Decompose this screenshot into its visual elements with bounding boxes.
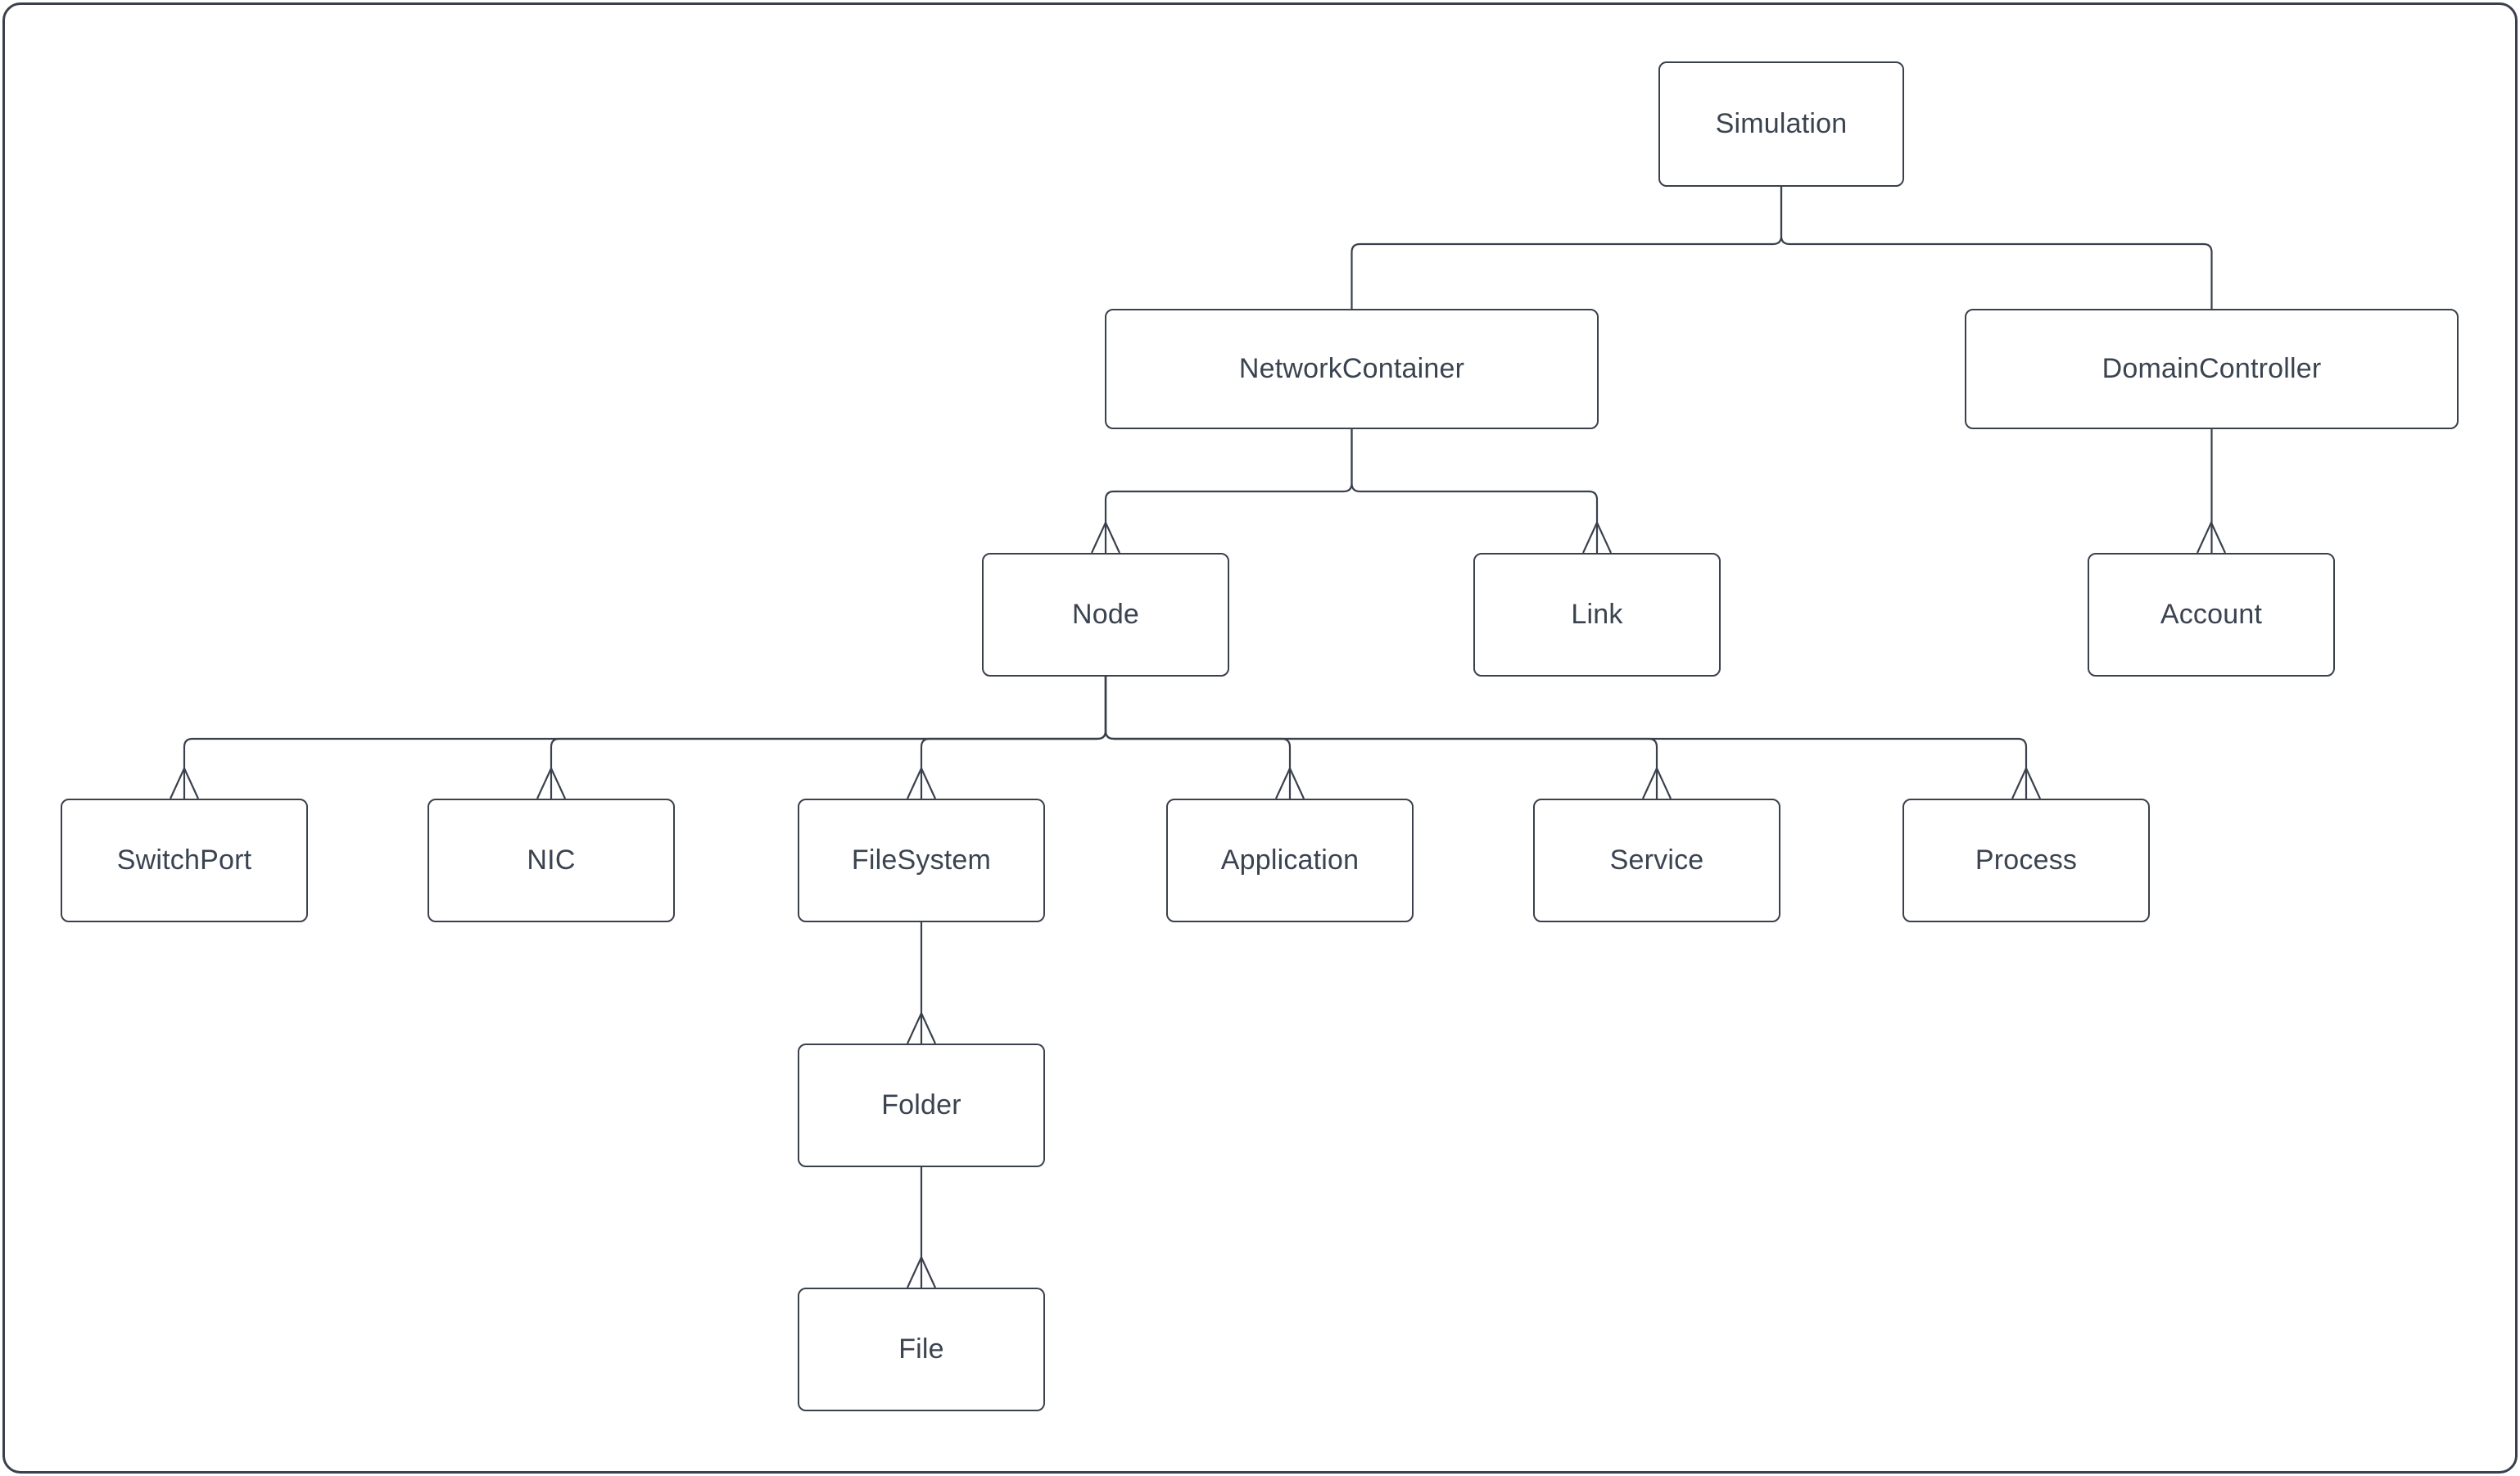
node-box-simulation[interactable]: Simulation [1658,61,1904,187]
node-box-file[interactable]: File [798,1288,1045,1411]
node-label-application: Application [1220,844,1360,876]
edge-arrowhead-application [1275,766,1305,799]
edge-node-process [1104,677,2028,799]
node-box-folder[interactable]: Folder [798,1044,1045,1167]
edge-network-container-link [1350,429,1599,553]
node-label-account: Account [2160,599,2263,630]
node-box-file-system[interactable]: FileSystem [798,799,1045,922]
node-label-file-system: FileSystem [851,844,992,876]
edge-arrowhead-account [2197,520,2226,554]
node-box-node[interactable]: Node [982,553,1229,677]
edge-arrowhead-node [1091,520,1120,554]
node-label-process: Process [1975,844,2078,876]
edge-network-container-node [1104,429,1353,553]
edge-simulation-domain-controller [1780,187,2213,309]
node-box-process[interactable]: Process [1902,799,2150,922]
node-label-folder: Folder [881,1089,961,1121]
edge-arrowhead-switch-port [170,766,199,799]
node-label-simulation: Simulation [1715,108,1848,139]
node-box-nic[interactable]: NIC [428,799,675,922]
edge-node-service [1104,677,1658,799]
node-label-node: Node [1071,599,1140,630]
edge-arrowhead-nic [536,766,566,799]
edge-arrowhead-service [1642,766,1672,799]
node-box-domain-controller[interactable]: DomainController [1965,309,2459,429]
edge-arrowhead-file-system [907,766,936,799]
edge-arrowhead-process [2011,766,2041,799]
node-box-switch-port[interactable]: SwitchPort [61,799,308,922]
edge-arrowhead-file [907,1255,936,1288]
edge-simulation-network-container [1350,187,1783,309]
edge-arrowhead-folder [907,1011,936,1044]
edge-node-application [1104,677,1292,799]
edge-node-file-system [920,677,1107,799]
edge-arrowhead-link [1582,520,1612,554]
node-label-switch-port: SwitchPort [116,844,252,876]
node-label-service: Service [1609,844,1704,876]
node-label-file: File [898,1333,944,1365]
edge-node-nic [550,677,1107,799]
node-box-service[interactable]: Service [1533,799,1780,922]
edge-node-switch-port [183,677,1107,799]
node-label-nic: NIC [527,844,576,876]
node-label-link: Link [1571,599,1623,630]
node-box-link[interactable]: Link [1473,553,1721,677]
node-box-network-container[interactable]: NetworkContainer [1105,309,1599,429]
node-box-application[interactable]: Application [1166,799,1414,922]
node-label-domain-controller: DomainController [2102,353,2322,384]
node-label-network-container: NetworkContainer [1238,353,1465,384]
node-box-account[interactable]: Account [2088,553,2335,677]
